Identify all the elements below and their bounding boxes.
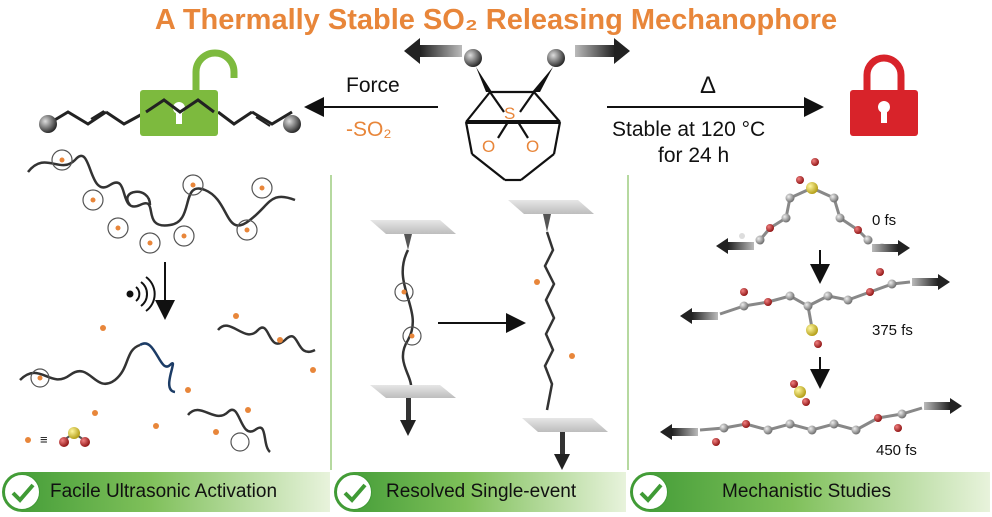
product-diene-chain [39,110,301,133]
timepoint-0fs: 0 fs [872,212,897,229]
section-banner-ultrasonic: Facile Ultrasonic Activation [2,472,330,512]
pull-arrow-right [575,38,630,64]
unlocked-padlock-icon [140,49,238,136]
pull-arrow-left [404,38,462,64]
snapshot-0fs [716,158,910,256]
section-label-single-event: Resolved Single-event [386,481,577,502]
snapshot-450fs [660,380,962,446]
snapshot-375fs [680,268,950,348]
timepoint-375fs: 375 fs [872,322,913,339]
heat-label: Δ [700,72,717,99]
stable-label-line1: Stable at 120 °C [612,118,766,141]
checkmark-icon [336,474,372,510]
cleaved-units [30,368,250,452]
section-banner-single-event: Resolved Single-event [334,472,626,512]
timepoint-450fs: 450 fs [876,442,917,459]
afm-setup-before [370,220,456,436]
stable-label-line2: for 24 h [658,144,730,167]
mechanophore-units-intact [51,149,273,254]
section-label-mechanistic: Mechanistic Studies [722,481,891,502]
ultrasound-waves-icon [126,276,156,312]
polymer-fragments [19,324,316,453]
equiv-symbol: ≡ [40,432,48,447]
afm-setup-after [508,200,608,470]
polymer-chain-intact [27,154,296,227]
so2-release-label: -SO₂ [346,118,392,141]
force-label: Force [346,74,400,97]
sulfur-atom-label: S [504,104,516,123]
mechanophore-molecule [464,49,565,182]
so2-molecule-legend [59,427,90,447]
oxygen-atom-label-1: O [482,137,496,156]
locked-padlock-icon [850,54,918,136]
checkmark-icon [632,474,668,510]
section-label-ultrasonic: Facile Ultrasonic Activation [50,481,278,502]
page-title: A Thermally Stable SO₂ Releasing Mechano… [154,4,838,36]
section-banner-mechanistic: Mechanistic Studies [630,472,990,512]
oxygen-atom-label-2: O [526,137,540,156]
so2-dots [25,313,316,443]
checkmark-icon [4,474,40,510]
